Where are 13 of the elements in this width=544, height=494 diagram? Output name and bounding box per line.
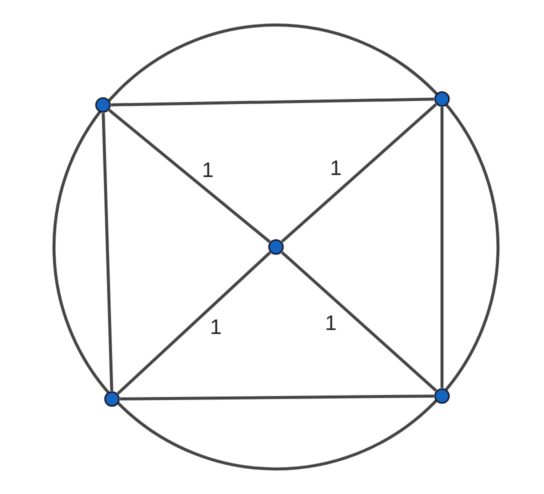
point-dot xyxy=(95,97,111,113)
line-segment xyxy=(280,251,438,392)
line-segment xyxy=(440,107,444,388)
point-dot xyxy=(434,91,450,107)
line-segment xyxy=(108,108,271,244)
line-segment xyxy=(110,98,434,106)
point-dot xyxy=(434,388,450,404)
point-dot xyxy=(268,239,284,255)
point-dot xyxy=(104,391,120,407)
line-segment xyxy=(102,112,114,392)
line-segment xyxy=(120,394,434,400)
line-segment xyxy=(116,251,272,395)
line-segment xyxy=(280,103,438,243)
